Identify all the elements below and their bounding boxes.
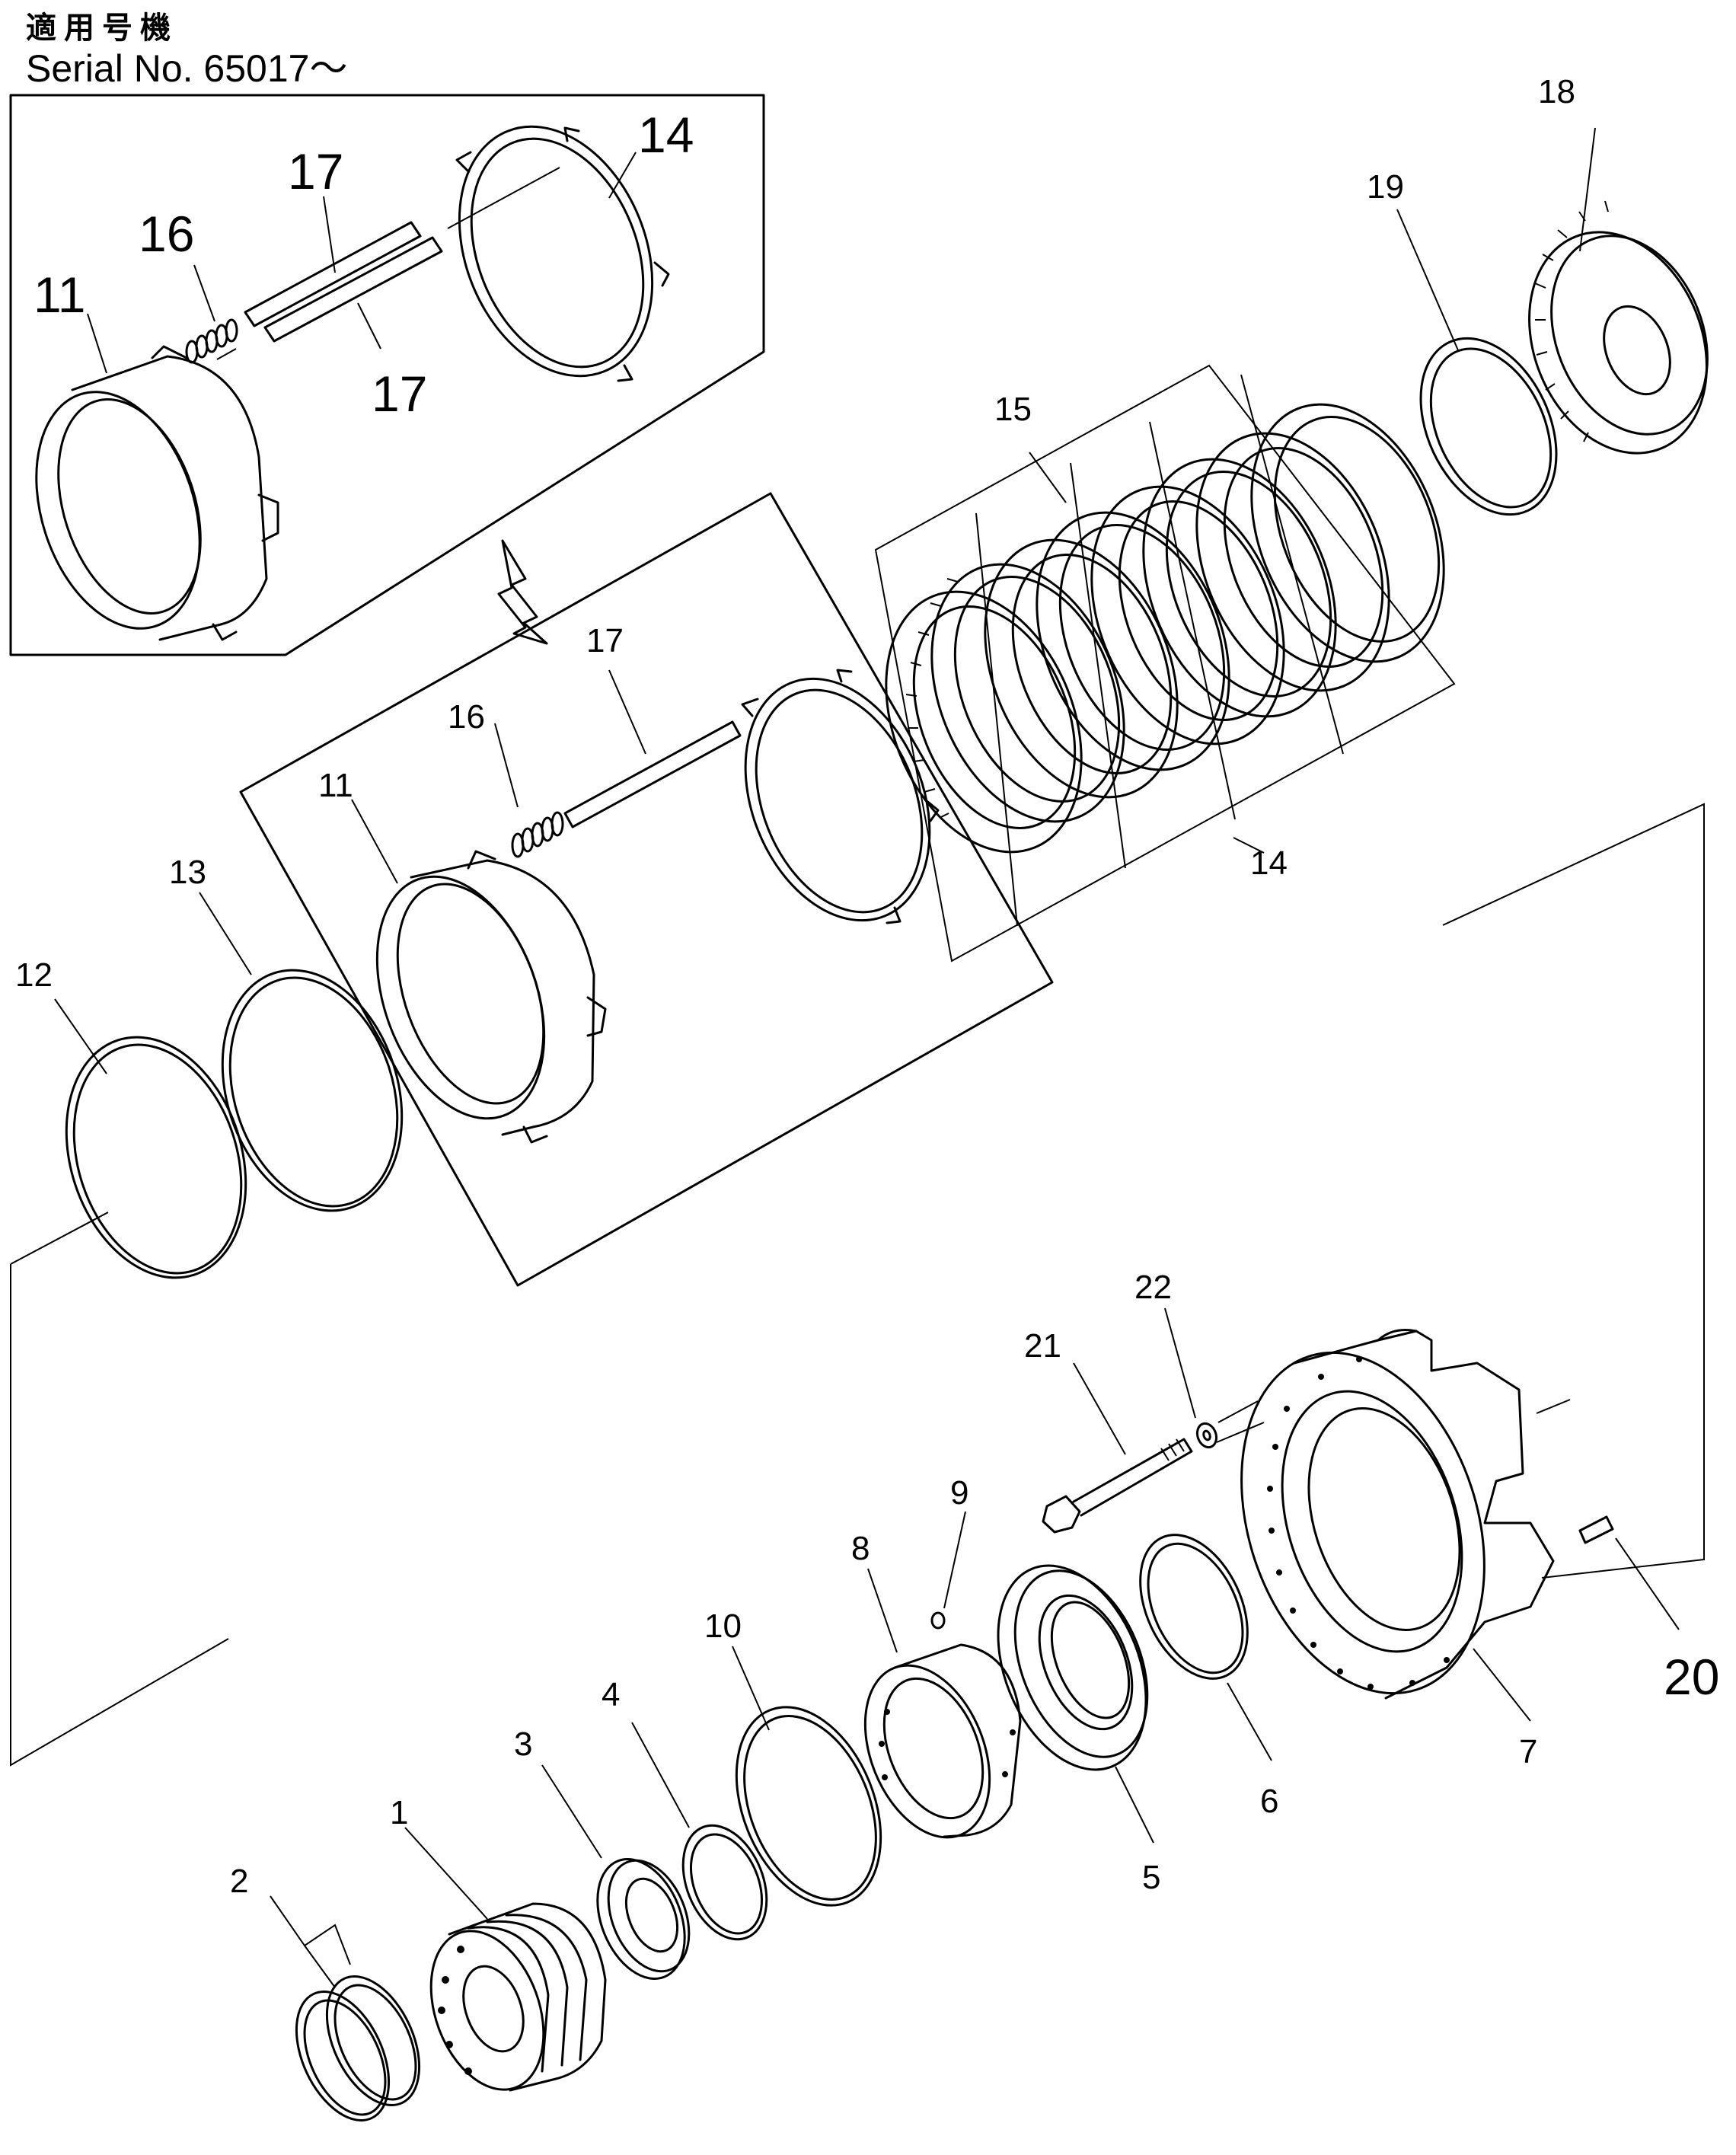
inset-piston-part-11 — [35, 345, 279, 641]
inset-pin-part-17-upper — [244, 221, 422, 327]
spring-part-16 — [511, 811, 564, 858]
callout-mid-11: 11 — [318, 767, 353, 804]
piston-part-11 — [375, 850, 607, 1144]
callout-part-6: 6 — [1260, 1783, 1278, 1820]
sleeve-part-8: 8 — [851, 1530, 1022, 1839]
friction-disc-3 — [1090, 485, 1285, 745]
bolt-part-21: 21 — [1024, 1327, 1193, 1534]
callout-inset-17-bottom: 17 — [372, 366, 427, 422]
callout-part-19: 19 — [1367, 168, 1404, 206]
callout-part-4: 4 — [602, 1676, 620, 1713]
spool-part-1: 1 — [390, 1794, 607, 2092]
snap-ring-part-19: 19 — [1367, 168, 1558, 516]
serial-number-heading: Serial No. 65017～ — [26, 47, 348, 90]
callout-inset-14: 14 — [638, 107, 694, 163]
steel-plate-2 — [1036, 511, 1230, 771]
callout-part-2: 2 — [230, 1863, 248, 1900]
callout-inset-11: 11 — [34, 267, 86, 323]
separator-plate — [741, 669, 940, 924]
callout-inset-17-top: 17 — [288, 143, 343, 200]
housing-part-7: 7 — [1240, 1329, 1555, 1770]
end-plate — [1250, 403, 1445, 663]
callout-part-20: 20 — [1664, 1649, 1719, 1705]
callout-part-12: 12 — [15, 956, 53, 994]
callout-part-5: 5 — [1142, 1859, 1160, 1896]
callout-inset-16: 16 — [139, 206, 194, 262]
callout-part-3: 3 — [514, 1726, 532, 1763]
snap-ring-part-6: 6 — [1139, 1534, 1278, 1820]
callout-part-15: 15 — [994, 391, 1032, 428]
callout-part-8: 8 — [851, 1530, 870, 1567]
gear-hub-part-18: 18 — [1528, 73, 1709, 455]
callout-part-9: 9 — [950, 1474, 969, 1512]
inset-box: 11 16 17 17 14 — [9, 94, 765, 656]
callout-part-13: 13 — [169, 854, 206, 891]
assembly-axis-lines — [10, 803, 1705, 1767]
callout-part-7: 7 — [1519, 1733, 1537, 1770]
callout-part-21: 21 — [1024, 1327, 1061, 1365]
callout-part-10: 10 — [704, 1607, 742, 1645]
applicable-models-heading: 適用号機 — [26, 11, 178, 46]
washer-part-22: 22 — [1134, 1269, 1218, 1449]
bearing-part-3: 3 — [514, 1726, 691, 1980]
inset-reference-arrow — [497, 539, 548, 645]
seal-ring-part-13: 13 — [169, 854, 404, 1212]
callout-part-14: 14 — [1250, 844, 1288, 882]
clutch-pack: 15 14 — [874, 364, 1456, 963]
steel-plate-3 — [1142, 458, 1337, 718]
orifice-part-9: 9 — [930, 1474, 969, 1630]
inset-plate-part-14 — [455, 125, 670, 382]
seal-rings-part-2: 2 — [230, 1863, 421, 2121]
callout-part-18: 18 — [1538, 73, 1575, 110]
friction-disc-2 — [984, 538, 1179, 799]
snap-ring-part-10: 10 — [704, 1607, 882, 1907]
snap-ring-part-4: 4 — [602, 1676, 768, 1941]
callout-part-1: 1 — [390, 1794, 408, 1831]
inset-spring-part-16 — [185, 318, 238, 364]
callout-part-22: 22 — [1134, 1269, 1172, 1306]
inset-pin-part-17-lower — [263, 236, 443, 343]
middle-assembly-box: 11 16 17 — [239, 492, 1054, 1287]
bearing-part-5: 5 — [997, 1564, 1160, 1896]
pin-part-17 — [563, 720, 742, 828]
callout-mid-16: 16 — [448, 698, 485, 736]
dowel-pin-part-20: 20 — [1578, 1515, 1719, 1705]
seal-ring-part-12: 12 — [15, 956, 247, 1279]
callout-mid-17: 17 — [586, 622, 624, 659]
friction-disc-4 — [1195, 432, 1390, 692]
friction-disc-1 — [885, 590, 1083, 854]
